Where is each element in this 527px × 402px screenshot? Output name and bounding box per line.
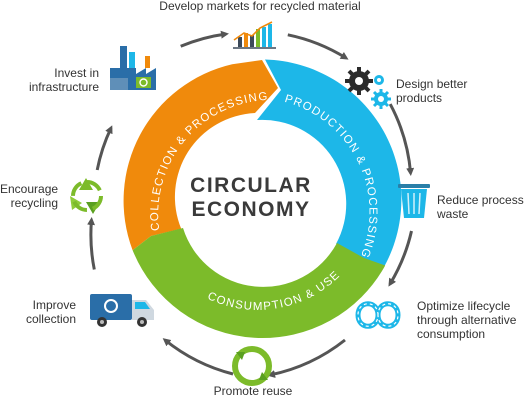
segment-production-processing <box>257 59 402 270</box>
step-label-optimize: Optimize lifecycle through alternative c… <box>417 299 516 341</box>
infinity-icon <box>355 301 401 329</box>
cycle-ring <box>87 30 415 378</box>
step-label-develop-markets: Develop markets for recycled material <box>140 0 380 13</box>
step-text-design-2: products <box>396 91 443 105</box>
step-text-reduce-1: Reduce process <box>437 193 524 207</box>
ring-arrow-6 <box>162 338 234 376</box>
ring-arrow-3 <box>388 103 415 176</box>
step-text-recycling-1: Encourage <box>0 182 59 196</box>
center-title-line1: CIRCULAR <box>190 174 312 197</box>
step-label-design: Design better products <box>396 77 467 105</box>
gears-icon <box>345 67 391 109</box>
ring-arrow-4 <box>388 230 413 287</box>
reuse-arrows-icon <box>232 346 272 386</box>
center-title-line2: ECONOMY <box>191 198 310 221</box>
recycling-truck-icon <box>90 294 154 327</box>
ring-arrow-7 <box>87 217 96 270</box>
step-text-reduce-2: waste <box>437 207 469 221</box>
step-text-optimize-3: consumption <box>417 327 486 341</box>
step-label-reduce: Reduce process waste <box>437 193 524 221</box>
step-text-infrastructure-1: Invest in <box>54 66 99 80</box>
ring-arrow-5 <box>267 338 346 378</box>
segment-consumption-use <box>132 228 386 339</box>
step-text-recycling-2: recycling <box>10 196 58 210</box>
trash-bin-icon <box>398 184 430 218</box>
step-text-collection-2: collection <box>25 312 76 326</box>
step-label-infrastructure: Invest in infrastructure <box>0 66 99 94</box>
step-text-design-1: Design better <box>396 77 468 91</box>
step-text-optimize-2: through alternative <box>417 313 517 327</box>
step-text-reuse: Promote reuse <box>213 384 293 398</box>
ring-arrow-2 <box>287 33 349 60</box>
step-label-reuse: Promote reuse <box>193 384 313 398</box>
segment-collection-processing <box>123 60 279 251</box>
step-text-collection-1: Improve <box>32 298 76 312</box>
bar-chart-icon <box>233 21 276 49</box>
step-label-recycling: Encourage recycling <box>0 182 58 210</box>
recycle-icon <box>70 178 103 214</box>
ring-arrow-1 <box>180 30 229 48</box>
step-text-develop: Develop markets for recycled material <box>159 0 361 13</box>
step-label-collection: Improve collection <box>0 298 76 326</box>
ring-arrow-8 <box>95 125 113 171</box>
step-text-optimize-1: Optimize lifecycle <box>417 299 511 313</box>
factory-icon <box>110 46 156 90</box>
step-text-infrastructure-2: infrastructure <box>28 80 99 94</box>
